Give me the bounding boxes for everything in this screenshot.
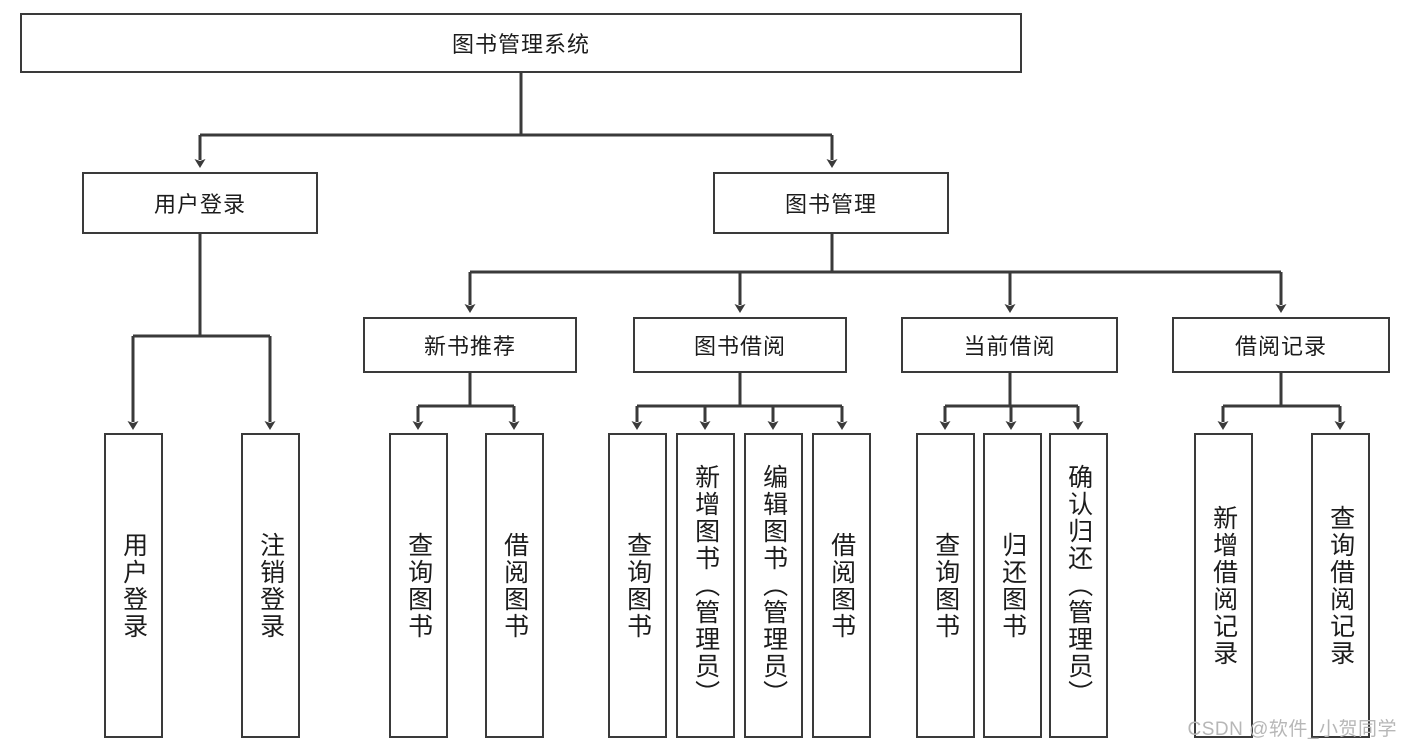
leaf-current-borrow-confirm-return-admin[interactable]: 确认归还（管理员） bbox=[1049, 433, 1108, 738]
leaf-current-borrow-query-book[interactable]: 查询图书 bbox=[916, 433, 975, 738]
node-label: 新增图书（管理员） bbox=[691, 464, 720, 707]
node-book-borrow[interactable]: 图书借阅 bbox=[633, 317, 847, 373]
node-label: 编辑图书（管理员） bbox=[759, 464, 788, 707]
node-label: 借阅图书 bbox=[827, 531, 856, 640]
node-user-login[interactable]: 用户登录 bbox=[82, 172, 318, 234]
node-borrow-record[interactable]: 借阅记录 bbox=[1172, 317, 1390, 373]
node-label: 用户登录 bbox=[119, 531, 148, 640]
leaf-book-borrow-query-book[interactable]: 查询图书 bbox=[608, 433, 667, 738]
node-label: 当前借阅 bbox=[963, 334, 1056, 359]
node-label: 查询借阅记录 bbox=[1326, 504, 1355, 667]
node-label: 借阅图书 bbox=[500, 531, 529, 640]
node-label: 图书管理系统 bbox=[451, 32, 590, 57]
leaf-book-borrow-edit-book-admin[interactable]: 编辑图书（管理员） bbox=[744, 433, 803, 738]
node-label: 新书推荐 bbox=[423, 334, 516, 359]
leaf-user-login-signout[interactable]: 注销登录 bbox=[241, 433, 300, 738]
leaf-book-borrow-add-book-admin[interactable]: 新增图书（管理员） bbox=[676, 433, 735, 738]
leaf-borrow-record-query-record[interactable]: 查询借阅记录 bbox=[1311, 433, 1370, 738]
node-label: 查询图书 bbox=[623, 531, 652, 640]
leaf-new-book-borrow-book[interactable]: 借阅图书 bbox=[485, 433, 544, 738]
leaf-new-book-query-book[interactable]: 查询图书 bbox=[389, 433, 448, 738]
leaf-book-borrow-borrow-book[interactable]: 借阅图书 bbox=[812, 433, 871, 738]
node-label: 确认归还（管理员） bbox=[1064, 464, 1093, 707]
node-label: 归还图书 bbox=[998, 531, 1027, 640]
leaf-user-login-signin[interactable]: 用户登录 bbox=[104, 433, 163, 738]
node-label: 用户登录 bbox=[153, 192, 246, 217]
leaf-current-borrow-return-book[interactable]: 归还图书 bbox=[983, 433, 1042, 738]
node-new-book-recommendation[interactable]: 新书推荐 bbox=[363, 317, 577, 373]
node-label: 注销登录 bbox=[256, 531, 285, 640]
csdn-watermark: CSDN @软件_小贺同学 bbox=[1187, 719, 1397, 740]
node-label: 图书借阅 bbox=[693, 334, 786, 359]
node-label: 图书管理 bbox=[784, 192, 877, 217]
node-label: 借阅记录 bbox=[1234, 334, 1327, 359]
node-root-book-management-system[interactable]: 图书管理系统 bbox=[20, 13, 1022, 73]
node-label: 查询图书 bbox=[404, 531, 433, 640]
node-book-management[interactable]: 图书管理 bbox=[713, 172, 949, 234]
leaf-borrow-record-add-record[interactable]: 新增借阅记录 bbox=[1194, 433, 1253, 738]
node-label: 新增借阅记录 bbox=[1209, 504, 1238, 667]
node-current-borrow[interactable]: 当前借阅 bbox=[901, 317, 1118, 373]
node-label: 查询图书 bbox=[931, 531, 960, 640]
